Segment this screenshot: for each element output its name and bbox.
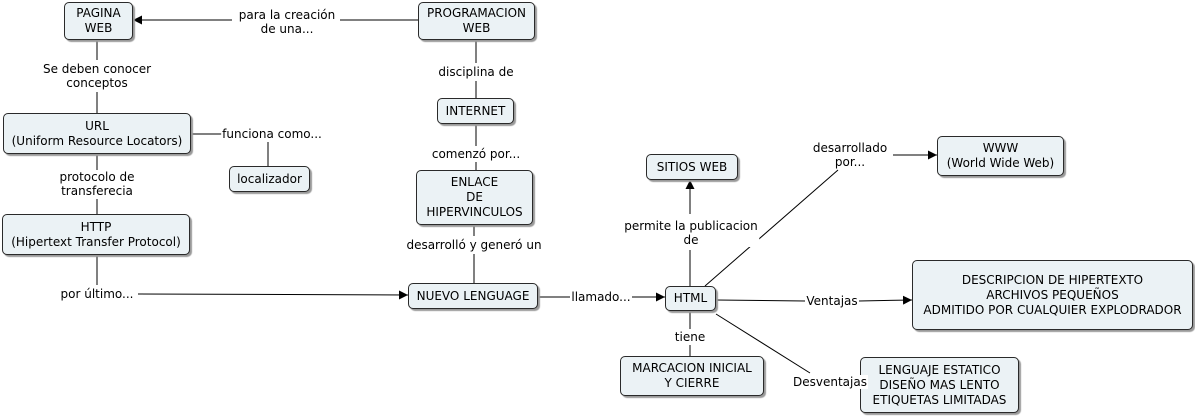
link-label-disciplina-de: disciplina de (437, 65, 515, 79)
link-line-html-ventajas (715, 299, 806, 302)
concept-internet[interactable]: INTERNET (437, 98, 514, 124)
link-label-comenzo-por: comenzó por... (430, 147, 522, 161)
concept-url[interactable]: URL (Uniform Resource Locators) (3, 113, 191, 154)
concept-html[interactable]: HTML (665, 286, 716, 311)
link-label-desarrollo-genero: desarrolló y generó un (405, 238, 543, 252)
link-label-tiene: tiene (673, 330, 707, 344)
concept-ventajas-list[interactable]: DESCRIPCION DE HIPERTEXTO ARCHIVOS PEQUE… (912, 260, 1193, 330)
link-label-se-deben-conocer: Se deben conocer conceptos (41, 62, 153, 90)
link-label-por-ultimo: por último... (59, 287, 135, 301)
concept-www[interactable]: WWW (World Wide Web) (937, 136, 1064, 176)
link-label-protocolo: protocolo de transferecia (58, 170, 136, 198)
link-line-html-desventajas (715, 313, 811, 374)
link-line-html-desarrollado (704, 169, 839, 287)
link-label-permite: permite la publicacion de (623, 219, 759, 247)
link-label-desarrollado-por: desarrollado por... (811, 141, 889, 169)
concept-localizador[interactable]: localizador (229, 166, 310, 192)
concept-sitios-web[interactable]: SITIOS WEB (646, 154, 738, 180)
concept-http[interactable]: HTTP (Hipertext Transfer Protocol) (2, 214, 190, 255)
concept-marcacion[interactable]: MARCACION INICIAL Y CIERRE (620, 356, 764, 396)
concept-desventajas-list[interactable]: LENGUAJE ESTATICO DISEÑO MAS LENTO ETIQU… (860, 357, 1019, 413)
link-label-funciona-como: funciona como... (221, 127, 323, 141)
concept-pagina-web[interactable]: PAGINA WEB (64, 2, 133, 40)
link-label-para-la-creacion: para la creación de una... (237, 8, 337, 36)
link-label-desventajas: Desventajas (792, 375, 868, 389)
concept-enlace[interactable]: ENLACE DE HIPERVINCULOS (416, 170, 533, 225)
link-label-ventajas: Ventajas (805, 294, 859, 308)
concept-programacion-web[interactable]: PROGRAMACION WEB (418, 2, 535, 40)
arrow-line-to-nuevo-lenguaje (137, 290, 409, 300)
link-label-llamado: llamado... (570, 290, 632, 304)
concept-nuevo-lenguaje[interactable]: NUEVO LENGUAGE (408, 283, 538, 309)
arrow-line-to-ventajas-box (858, 295, 913, 305)
